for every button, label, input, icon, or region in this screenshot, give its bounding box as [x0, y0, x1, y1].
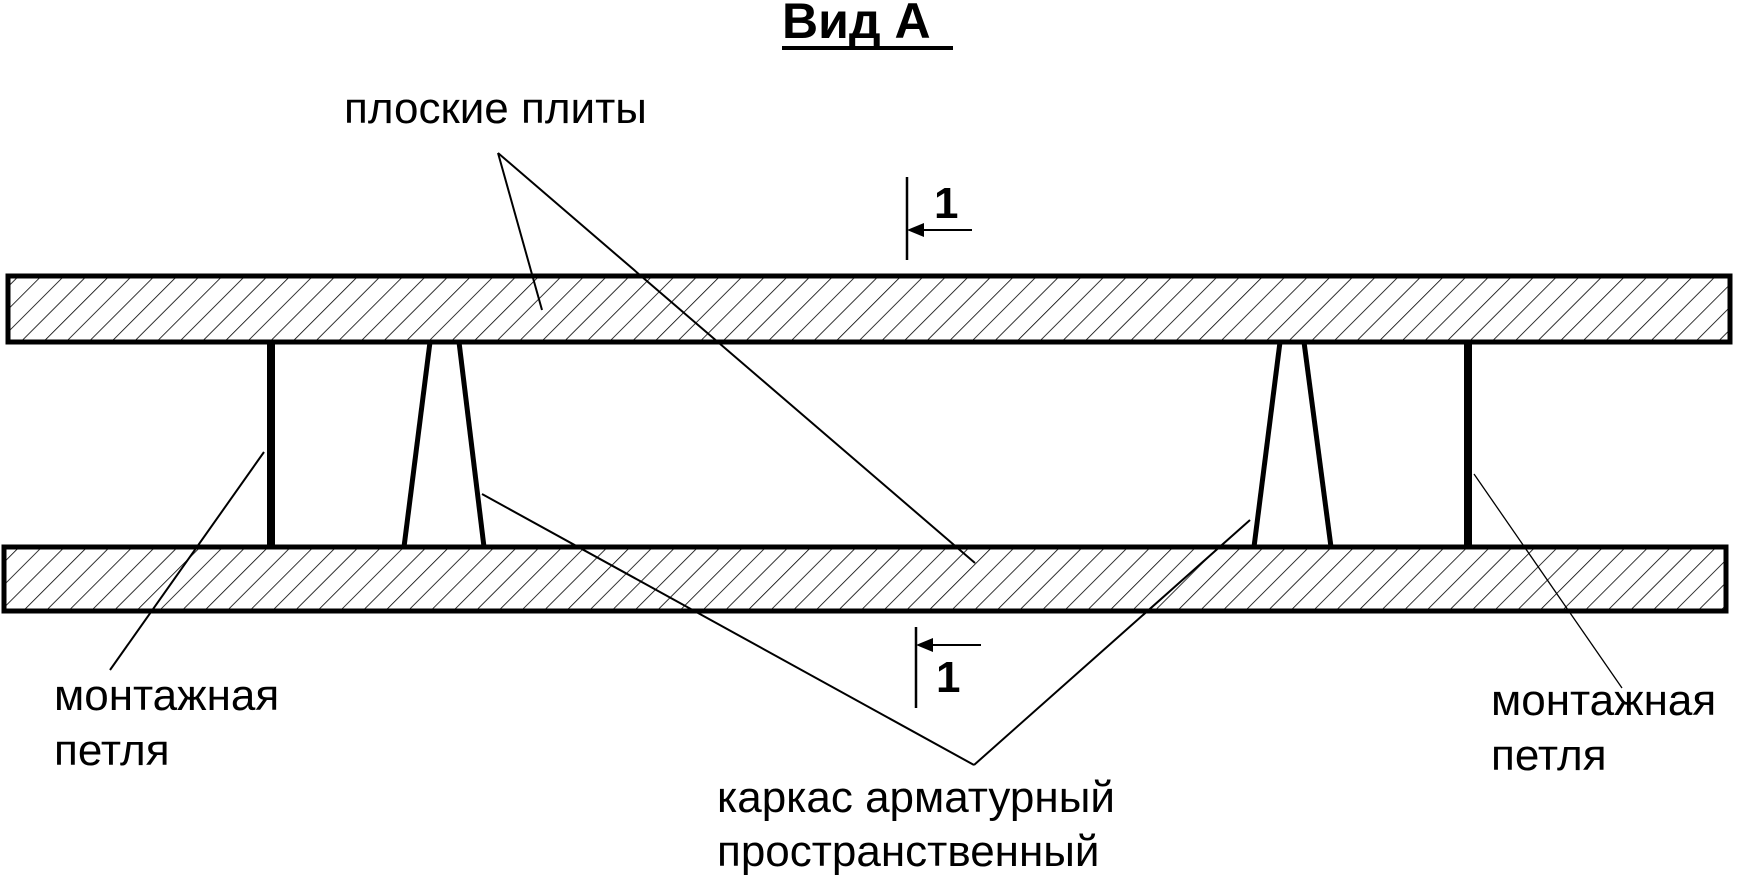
leader-mounting-loop-left — [109, 451, 265, 671]
section-marker-top-number: 1 — [934, 179, 958, 228]
leader-mounting-loop-right — [1473, 473, 1623, 689]
label-frame-line1: каркас арматурный — [717, 773, 1115, 822]
label-mounting-loop-right-line2: петля — [1491, 731, 1607, 780]
section-marker-bottom-number: 1 — [936, 653, 960, 702]
label-frame-line2: пространственный — [717, 827, 1099, 876]
label-flat-slabs: плоские плиты — [344, 84, 647, 133]
reinforcement-frame-left — [401, 341, 487, 548]
section-marker-top: 1 — [905, 177, 972, 260]
label-mounting-loop-left-line1: монтажная — [54, 671, 279, 720]
upper-slab — [5, 273, 1733, 345]
view-title: Вид А — [782, 0, 931, 49]
leader-flat-slabs — [497, 152, 976, 564]
reinforcement-frame-right — [1251, 341, 1334, 548]
lower-slab — [1, 544, 1729, 614]
section-marker-bottom: 1 — [914, 627, 981, 708]
label-mounting-loop-right-line1: монтажная — [1491, 676, 1716, 725]
leader-reinforcement-frame — [481, 493, 1251, 766]
label-mounting-loop-left-line2: петля — [54, 726, 170, 775]
